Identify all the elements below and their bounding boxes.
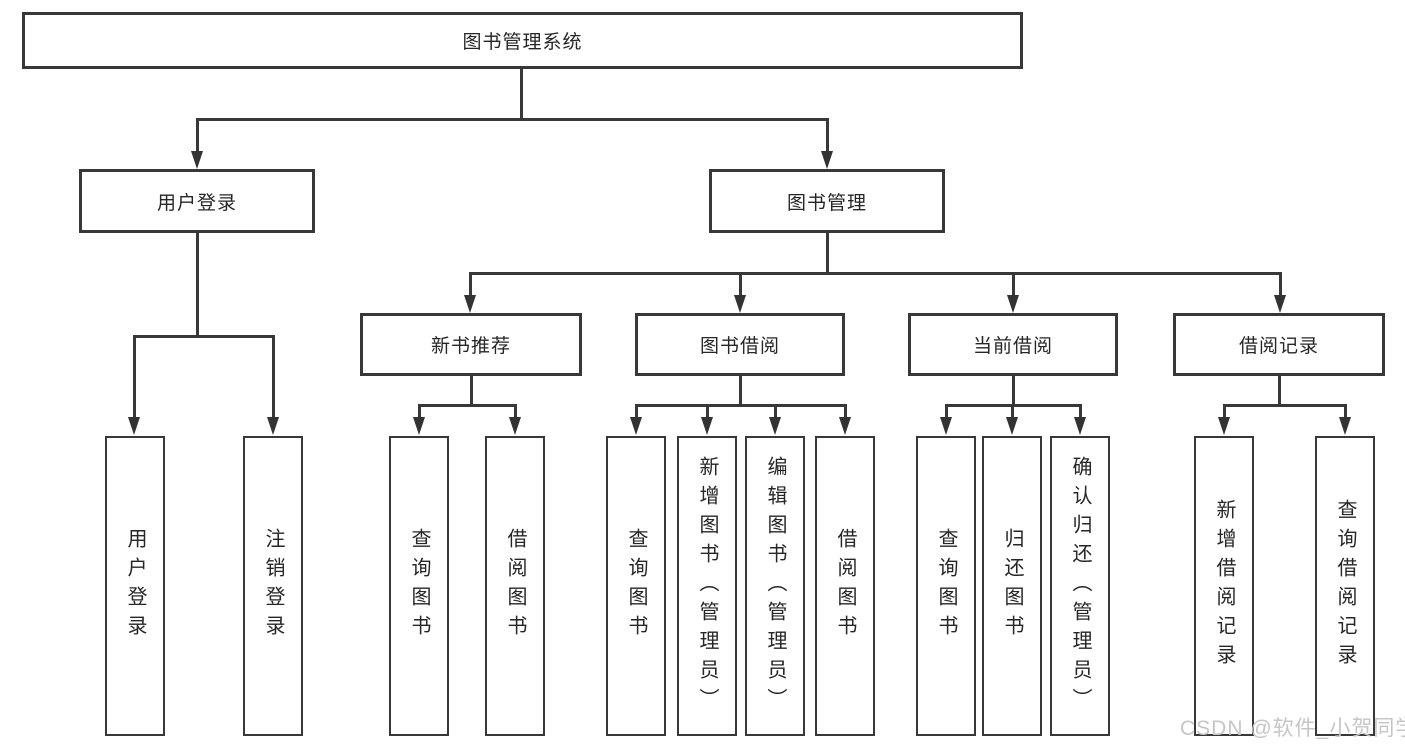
connector-user-login-bar [133, 335, 275, 338]
leaf-query-book-1-label: 查询图书 [408, 528, 430, 644]
leaf-query-borrow-record: 查询借阅记录 [1315, 436, 1375, 736]
leaf-confirm-return-admin-label: 确认归还（管理员） [1069, 455, 1091, 717]
connector-newbook-trunk [470, 376, 473, 407]
connector-stem-leaf [706, 404, 709, 420]
connector-book-management-trunk [826, 233, 829, 275]
node-book-management-label: 图书管理 [786, 192, 867, 214]
node-user-login-label: 用户登录 [156, 192, 237, 214]
connector-stem-book-management [826, 118, 829, 152]
node-new-book-recommend-label: 新书推荐 [430, 336, 511, 357]
connector-stem-leaf [1079, 404, 1082, 420]
arrow-down-icon [509, 417, 521, 435]
arrow-down-icon [1006, 417, 1018, 435]
arrow-down-icon [821, 151, 833, 169]
arrow-down-icon [1218, 417, 1230, 435]
leaf-query-book-2: 查询图书 [606, 436, 666, 736]
leaf-query-borrow-record-label: 查询借阅记录 [1334, 499, 1356, 673]
arrow-down-icon [1274, 295, 1286, 313]
arrow-down-icon [940, 417, 952, 435]
arrow-down-icon [1007, 295, 1019, 313]
leaf-query-book-3: 查询图书 [916, 436, 976, 736]
connector-borrowrecord-trunk [1278, 376, 1281, 407]
arrow-down-icon [191, 151, 203, 169]
connector-stem-level3 [469, 272, 472, 298]
connector-user-login-trunk [196, 233, 199, 338]
connector-stem-level3 [1012, 272, 1015, 298]
arrow-down-icon [128, 417, 140, 435]
leaf-borrow-book-1-label: 借阅图书 [504, 528, 526, 644]
connector-stem-leaf [844, 404, 847, 420]
leaf-add-borrow-record-label: 新增借阅记录 [1213, 499, 1235, 673]
node-borrow-record: 借阅记录 [1173, 313, 1385, 376]
connector-stem-leaf [133, 335, 136, 419]
node-root: 图书管理系统 [22, 12, 1023, 69]
node-current-borrow: 当前借阅 [908, 313, 1118, 376]
arrow-down-icon [1339, 417, 1351, 435]
leaf-logout: 注销登录 [243, 436, 303, 736]
leaf-borrow-book-2-label: 借阅图书 [834, 528, 856, 644]
connector-borrowrecord-bar [1223, 404, 1346, 407]
leaf-confirm-return-admin: 确认归还（管理员） [1050, 436, 1110, 736]
connector-stem-leaf [1344, 404, 1347, 420]
arrow-down-icon [464, 295, 476, 313]
leaf-add-book-admin: 新增图书（管理员） [677, 436, 737, 736]
node-new-book-recommend: 新书推荐 [360, 313, 582, 376]
leaf-edit-book-admin-label: 编辑图书（管理员） [764, 455, 786, 717]
connector-stem-level3 [739, 272, 742, 298]
arrow-down-icon [1074, 417, 1086, 435]
arrow-down-icon [769, 417, 781, 435]
arrow-down-icon [267, 417, 279, 435]
connector-stem-leaf [1011, 404, 1014, 420]
connector-level3-bar [469, 272, 1282, 275]
leaf-edit-book-admin: 编辑图书（管理员） [745, 436, 805, 736]
arrow-down-icon [839, 417, 851, 435]
leaf-return-book-label: 归还图书 [1001, 528, 1023, 644]
node-borrow-record-label: 借阅记录 [1238, 336, 1319, 357]
connector-stem-leaf [635, 404, 638, 420]
leaf-query-book-3-label: 查询图书 [935, 528, 957, 644]
leaf-borrow-book-2: 借阅图书 [815, 436, 875, 736]
connector-bookborrow-trunk [739, 376, 742, 407]
connector-stem-leaf [272, 335, 275, 419]
leaf-add-borrow-record: 新增借阅记录 [1194, 436, 1254, 736]
connector-currentborrow-trunk [1012, 376, 1015, 407]
connector-stem-user-login [196, 118, 199, 152]
connector-newbook-bar [418, 404, 517, 407]
connector-stem-leaf [945, 404, 948, 420]
node-root-label: 图书管理系统 [462, 32, 583, 53]
leaf-query-book-1: 查询图书 [389, 436, 449, 736]
leaf-query-book-2-label: 查询图书 [625, 528, 647, 644]
node-current-borrow-label: 当前借阅 [972, 336, 1053, 357]
leaf-logout-label: 注销登录 [262, 528, 284, 644]
connector-root-trunk [520, 69, 523, 120]
leaf-borrow-book-1: 借阅图书 [485, 436, 545, 736]
connector-stem-leaf [1223, 404, 1226, 420]
connector-bookborrow-bar [635, 404, 846, 407]
connector-stem-level3 [1279, 272, 1282, 298]
leaf-add-book-admin-label: 新增图书（管理员） [696, 455, 718, 717]
node-user-login: 用户登录 [79, 169, 315, 233]
arrow-down-icon [630, 417, 642, 435]
leaf-user-login-label: 用户登录 [124, 528, 146, 644]
leaf-user-login: 用户登录 [105, 436, 165, 736]
csdn-watermark: CSDN @软件_小贺同学 [1180, 717, 1405, 740]
connector-stem-leaf [418, 404, 421, 420]
arrow-down-icon [734, 295, 746, 313]
arrow-down-icon [701, 417, 713, 435]
leaf-return-book: 归还图书 [982, 436, 1042, 736]
node-book-borrow-label: 图书借阅 [699, 336, 780, 357]
connector-stem-leaf [514, 404, 517, 420]
node-book-borrow: 图书借阅 [635, 313, 845, 376]
connector-level1-bar [196, 118, 829, 121]
node-book-management: 图书管理 [709, 169, 945, 233]
arrow-down-icon [413, 417, 425, 435]
connector-stem-leaf [774, 404, 777, 420]
